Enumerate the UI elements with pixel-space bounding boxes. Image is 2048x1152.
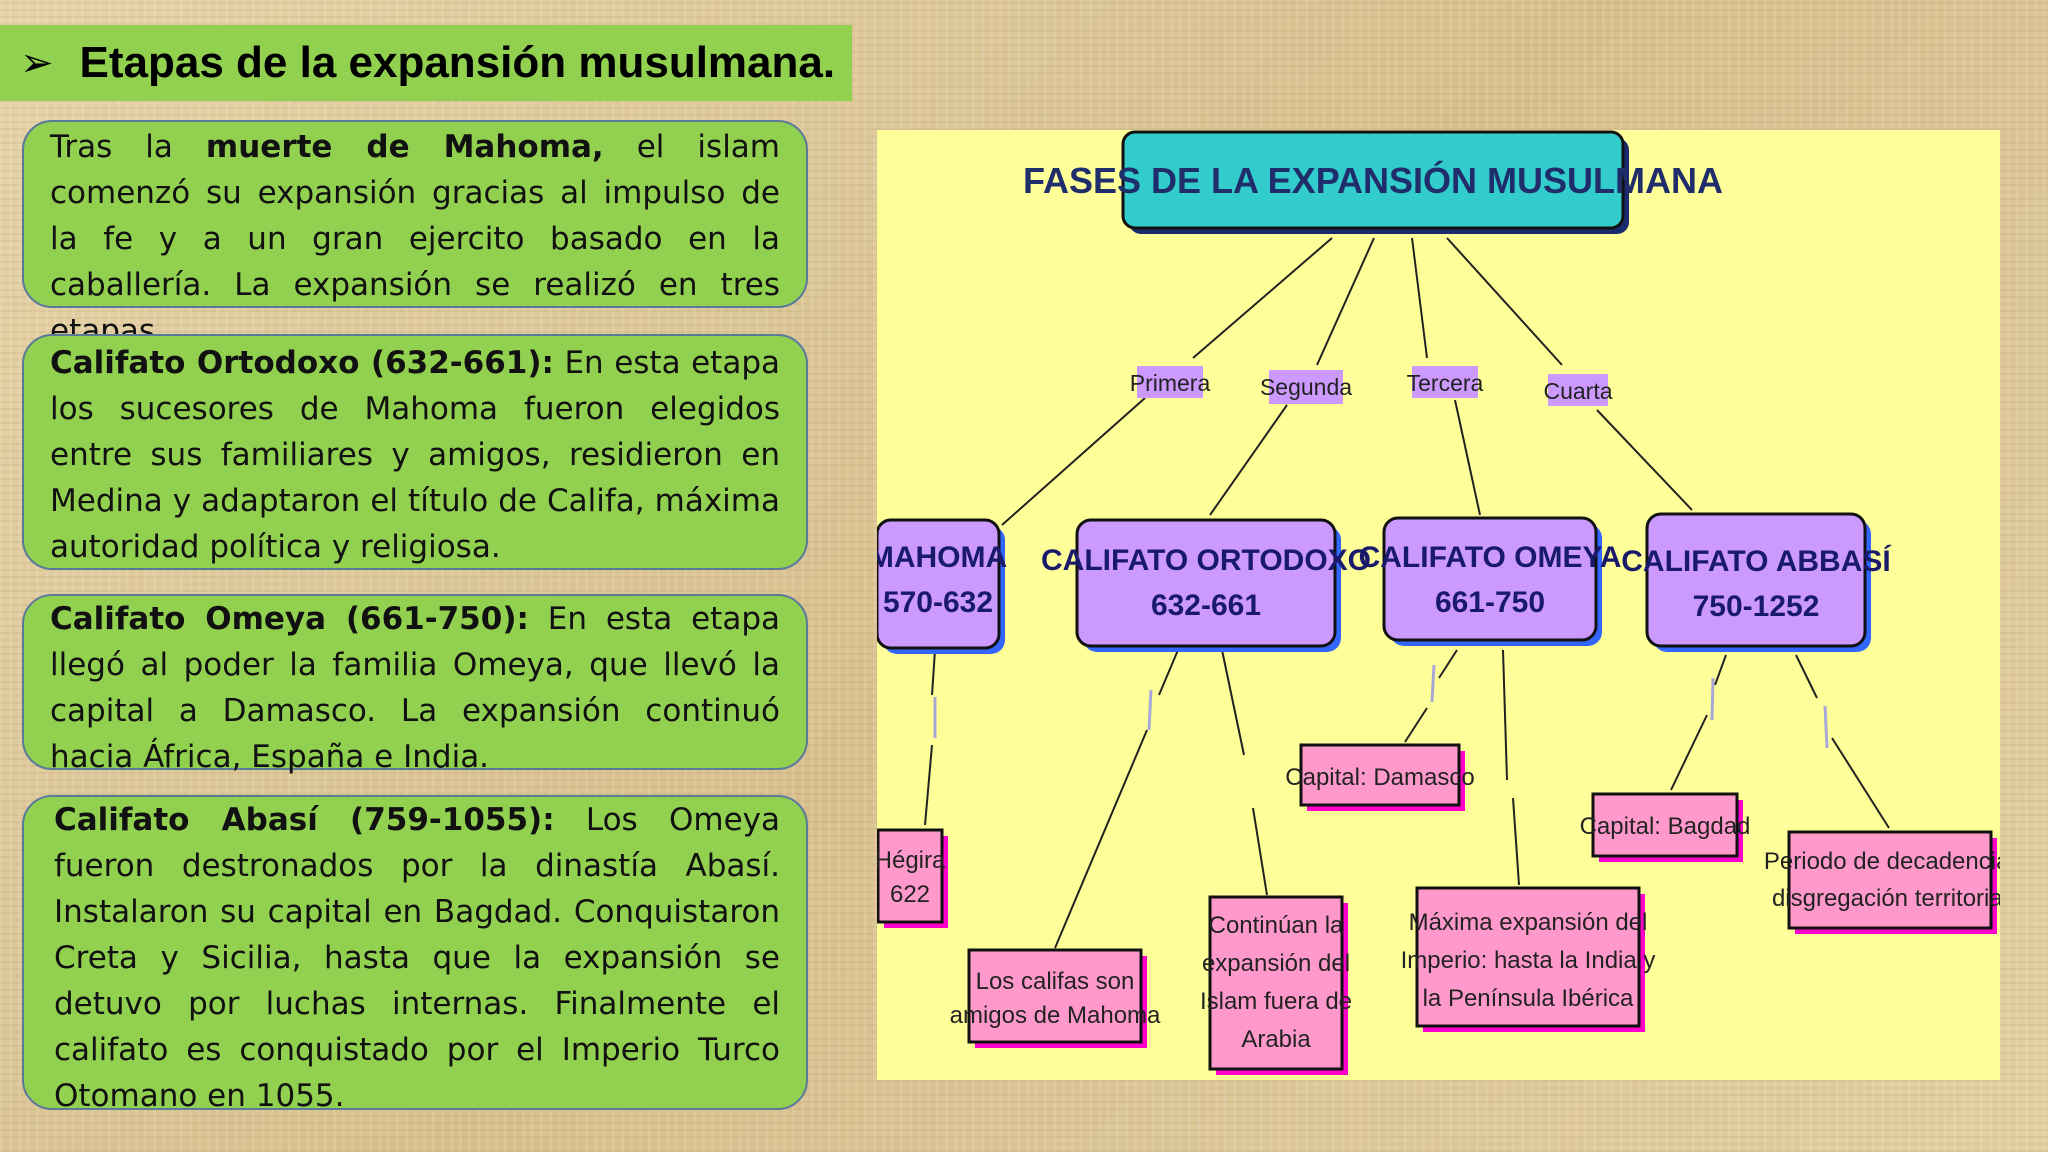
detail-node-maxima: Máxima expansión del Imperio: hasta la I… <box>1401 886 1656 1032</box>
phase-label-4: Cuarta <box>1543 378 1612 404</box>
maxima-line-2: Imperio: hasta la India y <box>1401 947 1656 974</box>
root-label: FASES DE LA EXPANSIÓN MUSULMANA <box>1023 159 1723 201</box>
califas-line-1: Los califas son <box>976 968 1135 995</box>
phase-label-1: Primera <box>1130 370 1211 396</box>
stage-name-abbasi: CALIFATO ABBASÍ <box>1621 544 1891 578</box>
stage-name-ortodoxo: CALIFATO ORTODOXO <box>1041 544 1371 577</box>
decadencia-line-1: Periodo de decadencia: <box>1764 848 2000 875</box>
maxima-line-1: Máxima expansión del <box>1409 909 1648 936</box>
detail-node-bagdad: Capital: Bagdad <box>1580 792 1751 862</box>
detail-node-decadencia: Periodo de decadencia: disgregación terr… <box>1764 830 2000 934</box>
root-node: FASES DE LA EXPANSIÓN MUSULMANA <box>1023 130 1723 234</box>
stage-name-mahoma: MAHOMA <box>877 541 1007 574</box>
ortodoxo-heading: Califato Ortodoxo (632-661): <box>50 345 554 381</box>
phase-label-box-3 <box>1412 366 1478 398</box>
faded-connector-marks <box>933 664 1829 749</box>
omeya-heading: Califato Omeya (661-750): <box>50 601 529 637</box>
ortodoxo-text: En esta etapa los sucesores de Mahoma fu… <box>50 345 780 565</box>
intro-bold: muerte de Mahoma, <box>205 129 604 165</box>
detail-node-hegira: Hégira 622 <box>877 828 948 928</box>
slide-title: Etapas de la expansión musulmana. <box>79 38 836 87</box>
phase-label-3: Tercera <box>1407 370 1484 396</box>
abasi-text: Los Omeya fueron destronados por la dina… <box>54 802 780 1114</box>
bagdad-label: Capital: Bagdad <box>1580 813 1751 840</box>
phase-label-2: Segunda <box>1260 374 1352 400</box>
hegira-line-2: 622 <box>890 881 930 908</box>
stage-node-omeya: CALIFATO OMEYA 661-750 <box>1359 516 1622 646</box>
phase-label-box-2 <box>1269 370 1343 404</box>
phase-label-box-4 <box>1548 374 1608 406</box>
continuan-line-2: expansión del <box>1202 950 1350 977</box>
phase-label-box-1 <box>1137 366 1203 398</box>
detail-node-damasco: Capital: Damasco <box>1285 743 1475 811</box>
concept-map-svg: FASES DE LA EXPANSIÓN MUSULMANA Primera … <box>877 130 2000 1075</box>
stage-name-omeya: CALIFATO OMEYA <box>1359 541 1622 574</box>
connector-lines <box>924 237 1890 949</box>
continuan-line-4: Arabia <box>1241 1026 1311 1053</box>
intro-lead: Tras la <box>50 129 206 165</box>
concept-map: FASES DE LA EXPANSIÓN MUSULMANA Primera … <box>877 130 2000 1080</box>
omeya-text: En esta etapa llegó al poder la familia … <box>50 601 780 775</box>
intro-textbox: Tras la muerte de Mahoma, el islam comen… <box>22 120 808 349</box>
maxima-line-3: la Península Ibérica <box>1423 985 1634 1012</box>
stage-dates-ortodoxo: 632-661 <box>1151 589 1261 622</box>
stage-node-abbasi: CALIFATO ABBASÍ 750-1252 <box>1621 512 1891 652</box>
root-box <box>1121 130 1625 230</box>
abasi-textbox: Califato Abasí (759-1055): Los Omeya fue… <box>22 795 808 1114</box>
continuan-line-1: Continúan la <box>1209 912 1344 939</box>
abasi-heading: Califato Abasí (759-1055): <box>54 802 555 838</box>
detail-node-califas: Los califas son amigos de Mahoma <box>950 948 1161 1048</box>
phase-labels: Primera Segunda Tercera Cuarta <box>1130 366 1613 406</box>
omeya-textbox: Califato Omeya (661-750): En esta etapa … <box>22 594 808 775</box>
stage-dates-omeya: 661-750 <box>1435 586 1545 619</box>
continuan-line-3: Islam fuera de <box>1200 988 1352 1015</box>
stage-dates-mahoma: 570-632 <box>883 586 993 619</box>
slide-title-bar: ➢ Etapas de la expansión musulmana. <box>0 25 852 101</box>
hegira-line-1: Hégira <box>877 847 946 874</box>
stage-dates-abbasi: 750-1252 <box>1693 590 1820 623</box>
decadencia-line-2: disgregación territorial <box>1772 885 2000 912</box>
arrow-bullet-icon: ➢ <box>20 40 54 86</box>
ortodoxo-textbox: Califato Ortodoxo (632-661): En esta eta… <box>22 334 808 570</box>
stage-node-ortodoxo: CALIFATO ORTODOXO 632-661 <box>1041 518 1371 652</box>
detail-node-continuan: Continúan la expansión del Islam fuera d… <box>1200 895 1352 1075</box>
califas-line-2: amigos de Mahoma <box>950 1002 1161 1029</box>
stage-node-mahoma: MAHOMA 570-632 <box>877 518 1007 654</box>
damasco-label: Capital: Damasco <box>1285 764 1474 791</box>
